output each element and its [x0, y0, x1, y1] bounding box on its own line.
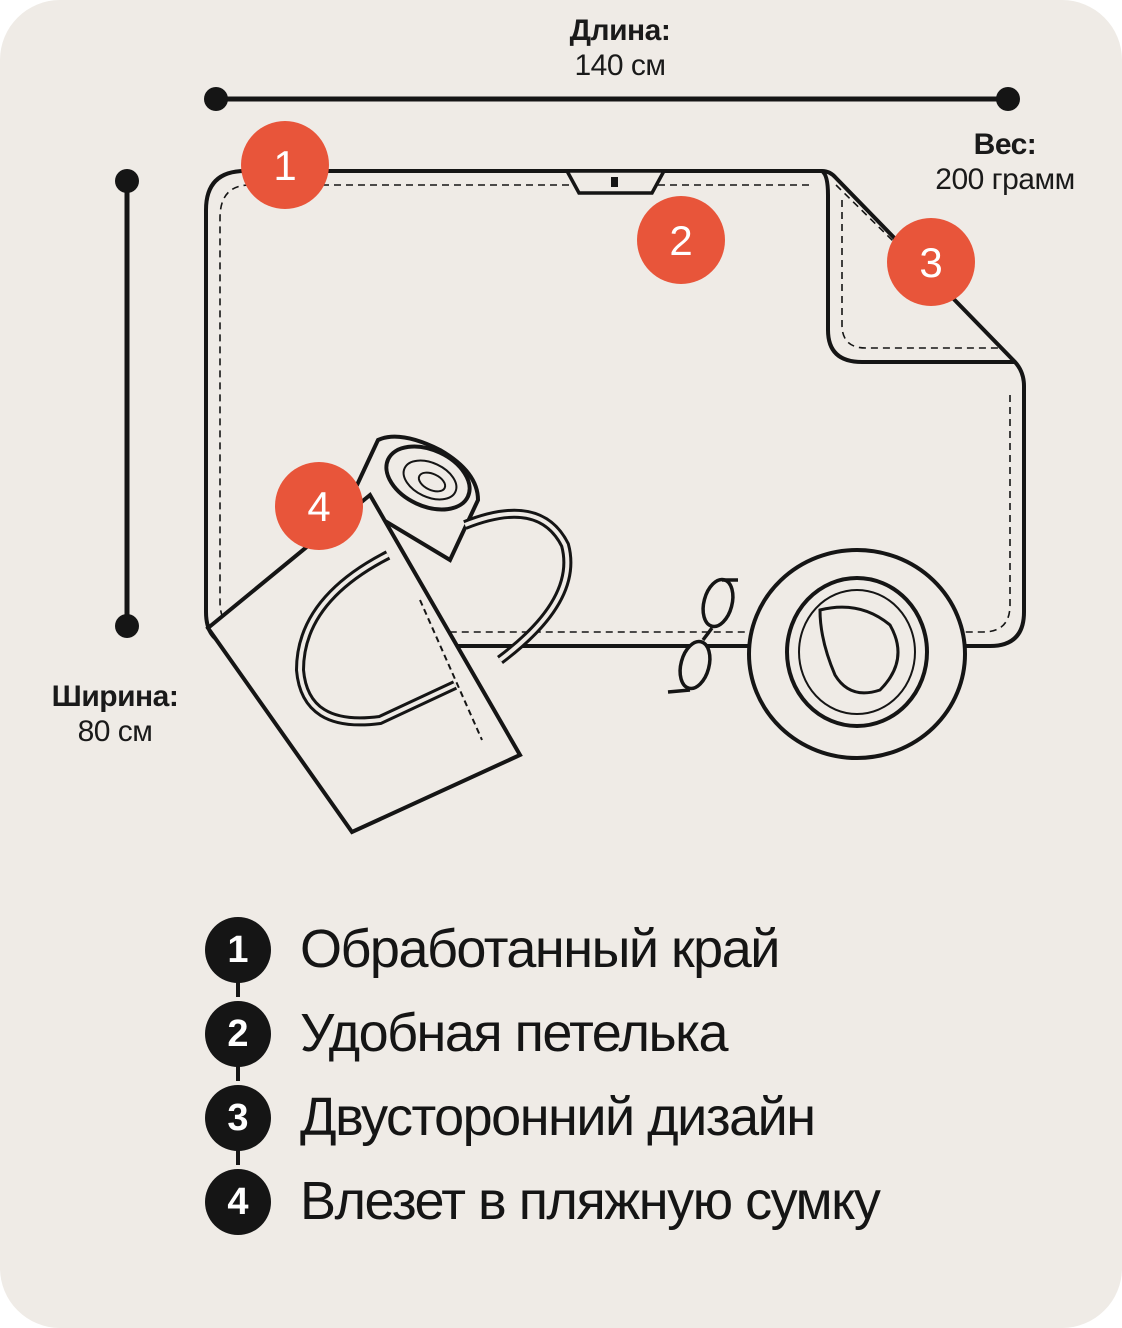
- length-value: 140 см: [574, 48, 666, 82]
- length-title: Длина:: [569, 14, 671, 47]
- marker-3-label: 3: [919, 239, 942, 286]
- legend-label-1: Обработанный край: [300, 919, 780, 979]
- marker-2-label: 2: [669, 217, 692, 264]
- marker-4-label: 4: [307, 483, 330, 530]
- legend-label-4: Влезет в пляжную сумку: [300, 1171, 881, 1231]
- width-value: 80 см: [77, 714, 153, 748]
- length-label: Длина: 140 см: [520, 14, 720, 83]
- width-title: Ширина:: [51, 680, 179, 713]
- weight-value: 200 грамм: [935, 162, 1075, 196]
- width-label: Ширина: 80 см: [15, 680, 215, 749]
- marker-3: 3: [887, 218, 975, 306]
- legend-number-3: 3: [205, 1085, 271, 1151]
- legend-label-3: Двусторонний дизайн: [300, 1087, 816, 1147]
- marker-1-label: 1: [273, 142, 296, 189]
- beach-bag-illustration: [205, 434, 573, 835]
- legend-number-4: 4: [205, 1169, 271, 1235]
- legend-connector: [236, 975, 240, 997]
- blanket-illustration: 1 2 3 4: [115, 87, 1026, 835]
- sunglasses-illustration: [667, 577, 738, 694]
- legend-number-2: 2: [205, 1001, 271, 1067]
- weight-title: Вес:: [973, 128, 1037, 161]
- marker-2: 2: [637, 196, 725, 284]
- legend-number-1: 1: [205, 917, 271, 983]
- legend-connector: [236, 1059, 240, 1081]
- marker-4: 4: [275, 462, 363, 550]
- legend-label-2: Удобная петелька: [300, 1003, 728, 1063]
- marker-1: 1: [241, 121, 329, 209]
- width-dimension-line: [115, 169, 139, 638]
- hat-illustration: [747, 548, 967, 760]
- length-dimension-line: [204, 87, 1020, 111]
- legend-connector: [236, 1143, 240, 1165]
- weight-label: Вес: 200 грамм: [905, 128, 1105, 197]
